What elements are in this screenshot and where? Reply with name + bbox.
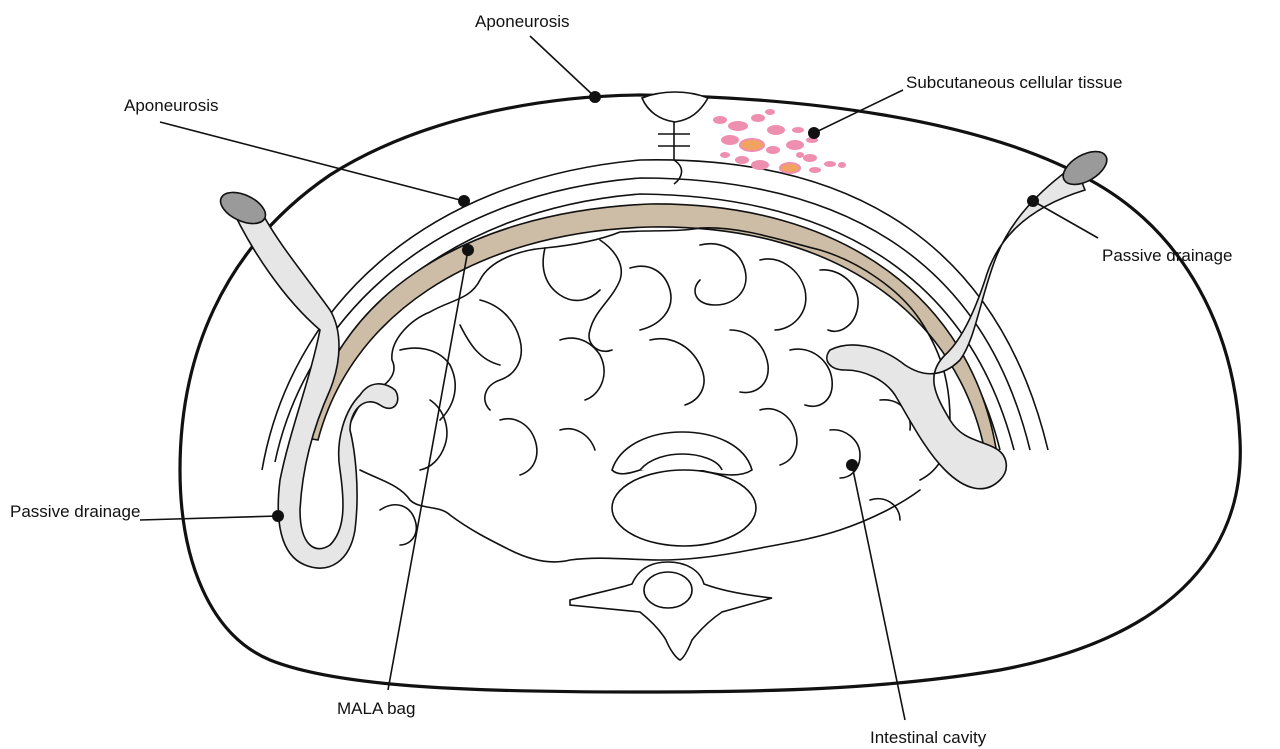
label-subcutaneous-tissue: Subcutaneous cellular tissue xyxy=(906,73,1122,93)
label-passive-drainage-left: Passive drainage xyxy=(10,502,140,522)
label-intestinal-cavity: Intestinal cavity xyxy=(870,728,986,748)
label-passive-drainage-right: Passive drainage xyxy=(1102,246,1232,266)
label-aponeurosis-top: Aponeurosis xyxy=(475,12,570,32)
label-aponeurosis-left: Aponeurosis xyxy=(124,96,219,116)
label-mala-bag: MALA bag xyxy=(337,699,415,719)
